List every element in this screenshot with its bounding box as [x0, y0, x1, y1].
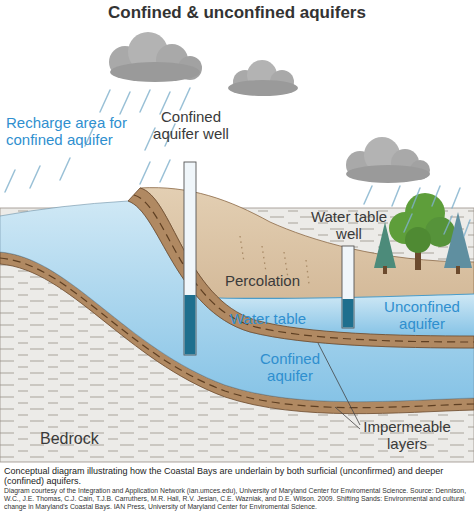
bedrock-label: Bedrock — [40, 430, 140, 448]
aquifer-label: Unconfined aquifer — [372, 298, 472, 332]
cloud — [109, 32, 202, 82]
water-table-well-pipe — [342, 246, 354, 328]
cloud-base — [346, 165, 430, 183]
aquifer-label: Confined aquifer — [240, 350, 340, 384]
confined-well-pipe — [184, 162, 196, 355]
process-label: Percolation — [225, 272, 335, 289]
cloud — [228, 60, 298, 96]
tree-trunk — [383, 266, 387, 274]
tree-trunk — [456, 266, 460, 274]
cloud-base — [228, 80, 298, 96]
credit-note: Diagram courtesy of the Integration and … — [4, 487, 472, 511]
tree-canopy — [405, 227, 431, 253]
recharge-label: Recharge area for confined aquifer — [6, 114, 146, 148]
conifer-tree — [444, 212, 472, 268]
cloud — [346, 137, 430, 183]
well-label: Confined aquifer well — [146, 108, 236, 142]
figure-caption: Conceptual diagram illustrating how the … — [4, 466, 470, 486]
layer-label: Impermeable layers — [352, 418, 462, 452]
diagram-title: Confined & unconfined aquifers — [0, 3, 474, 23]
well-label: Water table well — [304, 208, 394, 242]
water-table-label: Water table — [230, 310, 340, 327]
cloud-base — [110, 62, 200, 82]
impermeable-layer — [128, 188, 474, 348]
leader-line — [318, 343, 360, 429]
well-water — [343, 299, 354, 328]
well-water — [185, 295, 196, 355]
